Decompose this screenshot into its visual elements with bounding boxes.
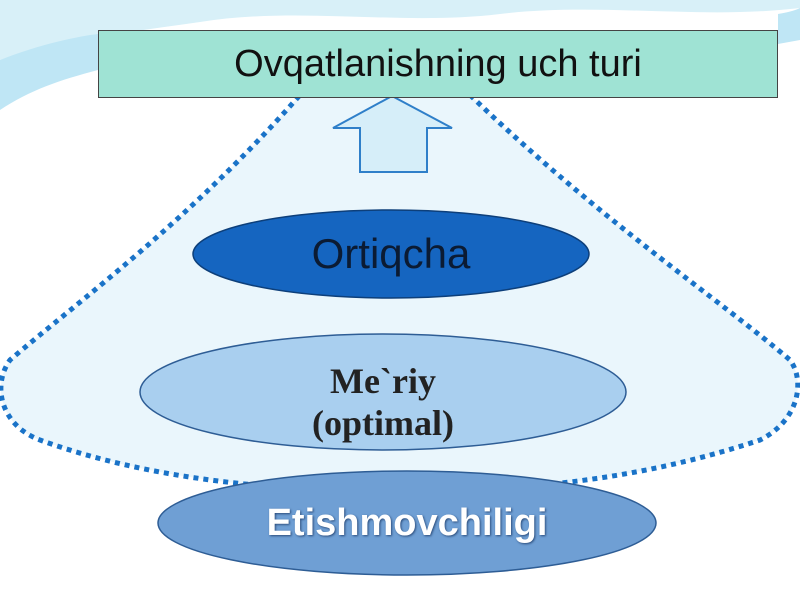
level-meriy-shape bbox=[139, 333, 627, 451]
up-arrow-icon bbox=[332, 94, 453, 173]
level-meriy-text-line1: Me`riy bbox=[330, 361, 436, 401]
level-meriy-text-line2: (optimal) bbox=[312, 403, 454, 443]
wave-band-left bbox=[0, 34, 98, 110]
level-etishmovchiligi-shape bbox=[157, 470, 657, 576]
page-title: Ovqatlanishning uch turi bbox=[234, 42, 642, 85]
level-ortiqcha-shape bbox=[192, 209, 590, 299]
level-ortiqcha-text: Ortiqcha bbox=[311, 230, 471, 277]
wave-band-right bbox=[778, 8, 800, 44]
wave-decoration bbox=[0, 0, 800, 110]
level-ortiqcha-label: Ortiqcha bbox=[193, 216, 589, 292]
level-meriy-label: Me`riy (optimal) bbox=[140, 348, 626, 456]
level-etishmovchiligi-label: Etishmovchiligi bbox=[158, 478, 656, 568]
title-box: Ovqatlanishning uch turi bbox=[98, 30, 778, 98]
wave-band-top bbox=[0, 0, 800, 60]
level-etishmovchiligi-text: Etishmovchiligi bbox=[266, 501, 548, 544]
